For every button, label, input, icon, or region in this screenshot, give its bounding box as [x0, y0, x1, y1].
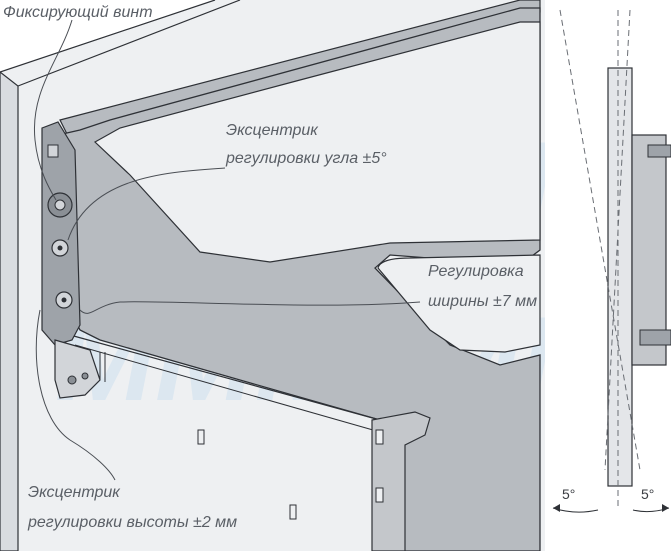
rear-bracket	[99, 352, 431, 551]
callout-lines	[33, 19, 421, 481]
height-eccentric-leader	[35, 309, 116, 481]
angle-mark-right: 5°	[641, 486, 655, 502]
angle-eccentric-leader	[67, 167, 226, 241]
fixing-screw-label: Фиксирующий винт	[3, 4, 153, 21]
width-adjust-label-line1: Регулировка	[428, 263, 524, 280]
width-adjust-label-line2: ширины ±7 мм	[428, 293, 538, 310]
front-bracket	[41, 121, 101, 399]
width-adjust-leader	[79, 301, 421, 314]
angle-eccentric-label-line1: Эксцентрик	[226, 122, 318, 139]
height-eccentric-label-line1: Эксцентрик	[28, 484, 120, 501]
angle-mark-left: 5°	[562, 486, 576, 502]
angle-eccentric-label-line2: регулировки угла ±5°	[226, 150, 387, 167]
mounting-plate	[54, 339, 101, 399]
side-view	[545, 0, 671, 551]
height-eccentric-label-line2: регулировки высоты ±2 мм	[28, 514, 238, 531]
fixing-screw-leader	[33, 19, 73, 201]
